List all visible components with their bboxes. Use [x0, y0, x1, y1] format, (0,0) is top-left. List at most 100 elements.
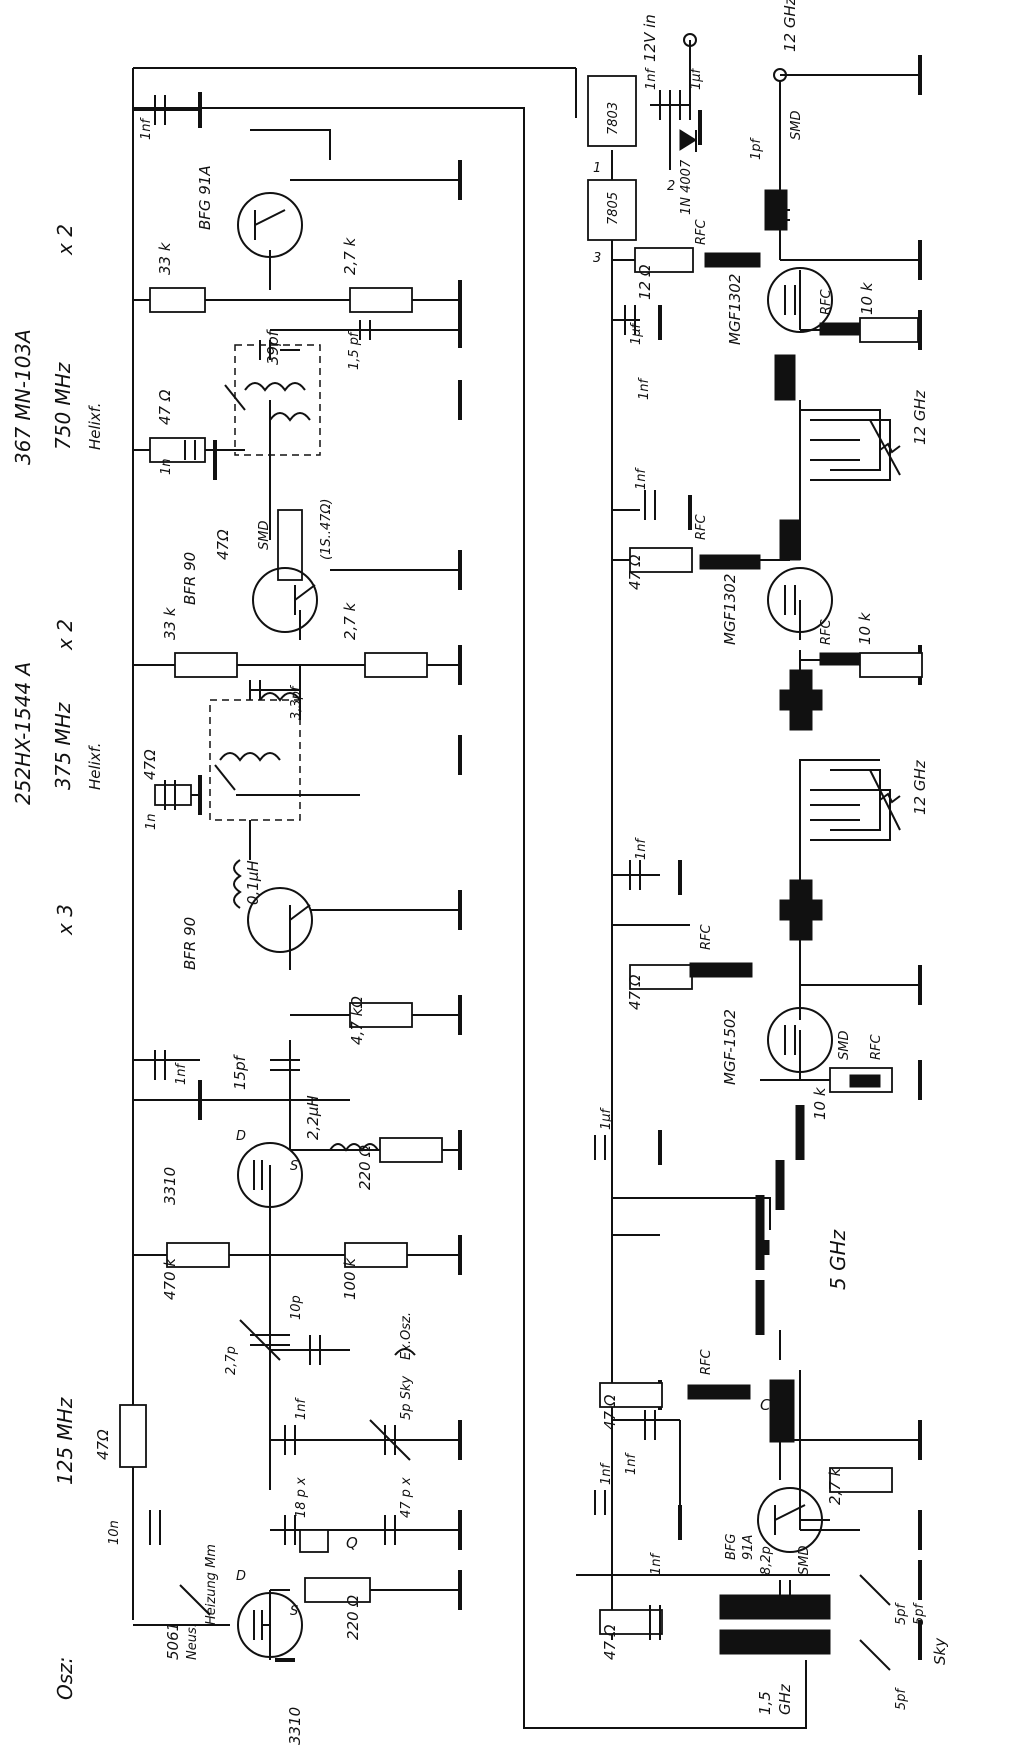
label-rfc-b: RFC	[869, 1033, 884, 1060]
resistor-47-rf2	[599, 1382, 663, 1408]
label-q-x3: BFR 90	[181, 917, 199, 970]
output-connector	[773, 68, 787, 82]
label-12v-in: 12V in	[641, 14, 659, 62]
label-helix1-freq: 375 MHz	[51, 702, 75, 790]
label-osc: Osz:	[53, 1657, 77, 1700]
resistors	[119, 247, 923, 1635]
label-18px: 18 p x	[294, 1477, 309, 1518]
cap-10p	[309, 1335, 321, 1365]
resistor-470k	[166, 1242, 230, 1268]
label-r27k-a: 2,7 k	[341, 601, 359, 640]
cap-27p	[250, 1334, 290, 1346]
helix2-coil-b	[269, 412, 311, 422]
label-22uh: 2,2µH	[304, 1095, 322, 1140]
cap-1nf-rf-a	[649, 1605, 661, 1640]
cap-1nf-buf	[154, 1050, 166, 1080]
label-1nf-osc: 1nf	[294, 1396, 309, 1420]
label-x3: x 3	[53, 904, 77, 936]
label-470k: 470 k	[161, 1257, 179, 1300]
label-r220: 220 Ω	[356, 1145, 374, 1190]
resistor-10k-c	[859, 317, 919, 343]
transistor-mgf1302-b	[767, 267, 833, 333]
label-q-buf-d: D	[236, 1129, 246, 1144]
cap-39pf	[259, 340, 271, 360]
label-5ghz: 5 GHz	[826, 1229, 850, 1290]
resistor-27k-b	[349, 287, 413, 313]
label-27p: 2,7p	[224, 1346, 239, 1375]
cap-1nf-osc	[284, 1425, 296, 1455]
cap-47p	[384, 1515, 396, 1545]
label-r33k-b: 33 k	[156, 241, 174, 275]
label-r47-rf3: 47 Ω	[626, 974, 644, 1010]
label-smd-b: SMD	[837, 1031, 852, 1060]
resistor-27k-rf	[829, 1467, 893, 1493]
helix1-coil-b	[259, 692, 301, 702]
label-helix2-freq: 750 MHz	[51, 362, 75, 450]
rfc-b	[849, 1074, 881, 1088]
label-rfc-e: RFC	[819, 618, 834, 645]
cap-1nf-rf-d	[629, 860, 641, 890]
regulators	[587, 33, 787, 241]
label-12ghz-b: 12 GHz	[911, 759, 929, 815]
label-r47-smd: 47Ω	[214, 529, 232, 560]
label-smd-c: SMD	[789, 111, 804, 140]
stub-a2	[779, 689, 823, 711]
label-r10k-a: 10 k	[811, 1086, 829, 1120]
label-1nf-rf-f: 1nf	[637, 376, 652, 400]
rfc-g	[819, 322, 861, 336]
label-r47-h1: 47Ω	[141, 749, 159, 780]
label-helix1-type: Helixf.	[86, 742, 104, 790]
label-5pf-b: 5pf	[894, 1601, 909, 1625]
label-15ghz-a: 1,5	[756, 1691, 774, 1715]
inductor-22uh	[329, 1143, 379, 1152]
label-7803: 7803	[606, 102, 621, 135]
resistor-10k-b	[859, 652, 923, 678]
label-1nf-top: 1nf	[139, 116, 154, 140]
rfc-d	[699, 554, 761, 570]
cap-10n	[149, 1510, 161, 1545]
label-q-buf: 3310	[161, 1167, 179, 1205]
resistor-47-h2	[149, 437, 206, 463]
trimmers	[179, 384, 891, 1671]
resistor-47-h1	[154, 784, 192, 806]
cap-33pf	[249, 680, 261, 700]
label-q-osc-d: D	[236, 1569, 246, 1584]
label-rfc-g: RFC	[819, 288, 834, 315]
cap-1nf-in	[659, 90, 671, 120]
label-5061-neus: Neus.	[185, 1623, 200, 1660]
resistor-47-rf4	[629, 547, 693, 573]
label-5061: 5061	[164, 1622, 182, 1660]
label-r47k: 4,7 kΩ	[348, 996, 366, 1045]
striplines	[687, 189, 881, 1655]
cap-1uf-in	[679, 90, 691, 120]
label-q-x2b: BFG 91A	[196, 165, 214, 230]
label-r27k-rf: 2,7 k	[826, 1466, 844, 1505]
stub-c	[779, 519, 801, 561]
rfc-e	[819, 652, 861, 666]
label-r47-h2: 47 Ω	[156, 389, 174, 425]
transistor-mgf1302-a	[767, 567, 833, 633]
block-c	[769, 1379, 795, 1443]
label-1nf-rf-d: 1nf	[634, 836, 649, 860]
label-ext-osz: Ex.Osz.	[399, 1312, 414, 1360]
resistor-27k-a	[364, 652, 428, 678]
label-mgf1302-b: MGF1302	[726, 274, 744, 345]
label-cap-in1: 1nf	[644, 66, 659, 90]
inductors	[209, 344, 379, 1553]
label-1nf-rf-e: 1nf	[634, 466, 649, 490]
label-1n-h1: 1n	[144, 813, 159, 830]
label-1n-h2: 1n	[159, 458, 174, 475]
label-r12: 12 Ω	[636, 264, 654, 300]
label-01uh: 0,1µH	[244, 860, 262, 905]
label-r33k-a: 33 k	[161, 606, 179, 640]
label-r10k-b: 10 k	[856, 611, 874, 645]
resistor-47-rf1	[599, 1609, 663, 1635]
transistor-bfr90-x2	[252, 567, 318, 633]
label-12ghz-a: 12 GHz	[911, 389, 929, 445]
label-rfc-f: RFC	[694, 218, 709, 245]
label-diode: 1N 4007	[679, 159, 694, 215]
cap-1n-h2	[184, 440, 196, 460]
label-blk-c: C	[760, 1396, 771, 1414]
label-100k: 100 k	[341, 1257, 359, 1300]
